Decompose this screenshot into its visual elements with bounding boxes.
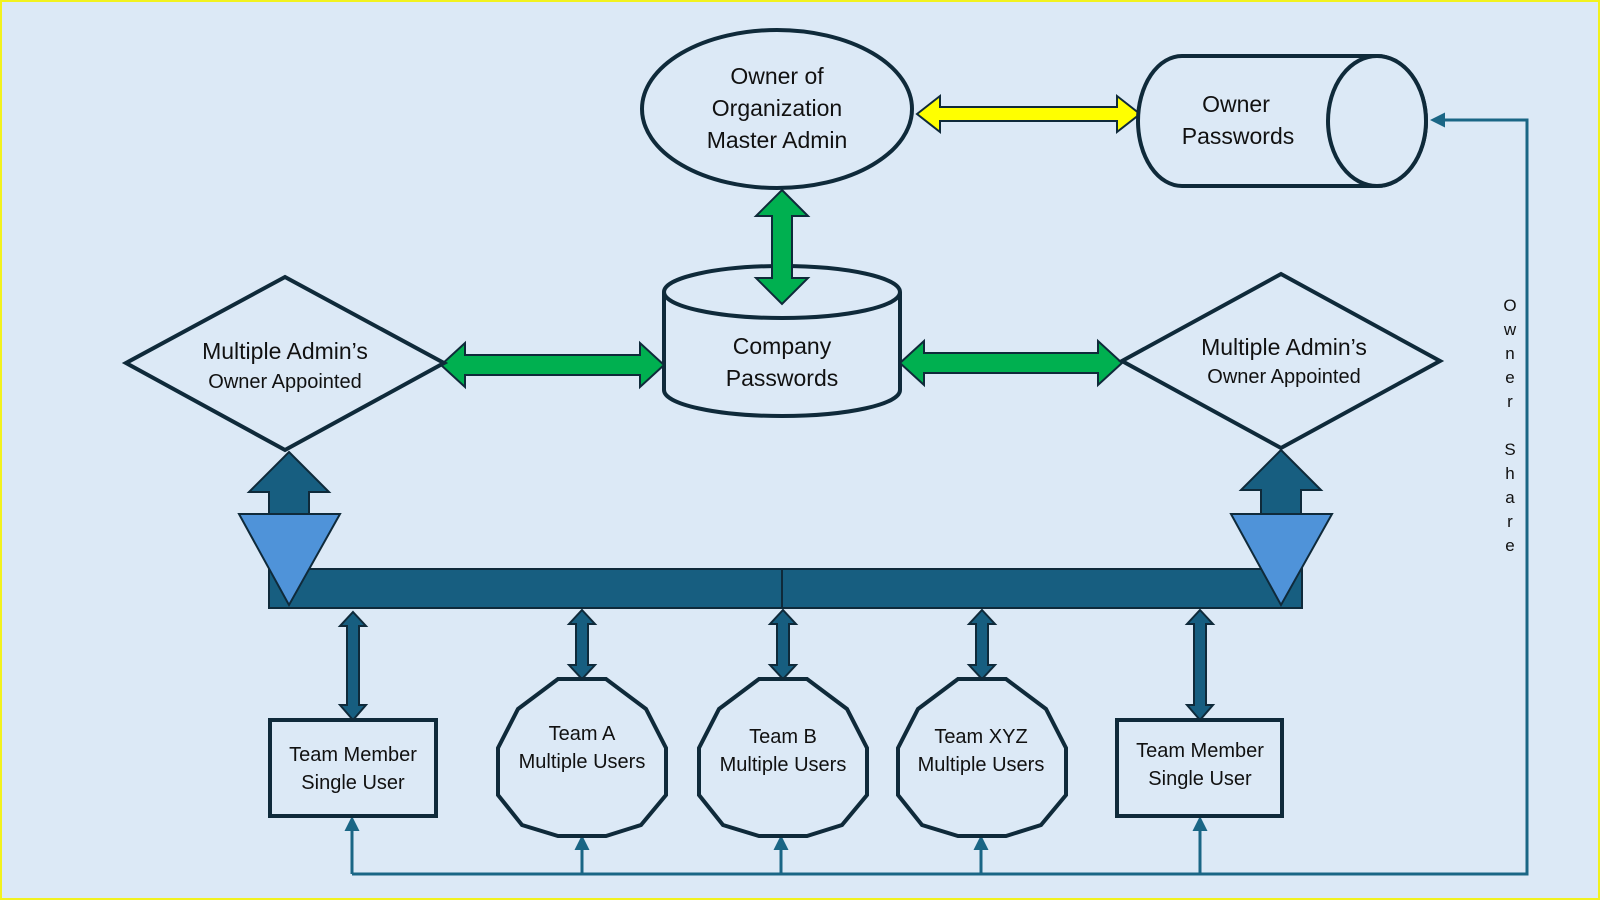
svg-text:Team XYZ: Team XYZ [934, 726, 1027, 748]
owner-master-admin: Owner of Organization Master Admin [640, 28, 914, 190]
team-member-left: Team Member Single User [268, 718, 438, 818]
svg-text:Owner Appointed: Owner Appointed [1207, 366, 1360, 388]
admin-left-diamond: Multiple Admin’s Owner Appointed [121, 274, 449, 453]
svg-text:O: O [1503, 296, 1516, 315]
svg-text:Team A: Team A [549, 723, 616, 745]
svg-text:Team Member: Team Member [1136, 740, 1264, 762]
owner-share-connector [344, 112, 1529, 876]
company-passwords-store: Company Passwords [662, 264, 902, 418]
owner-share-label: O w n e r S h a r e [1503, 296, 1517, 555]
left-admin-company-double-arrow [439, 340, 666, 390]
svg-text:Owner Appointed: Owner Appointed [208, 371, 361, 393]
left-funnel-triangle [237, 513, 342, 608]
team-xyz-octagon: Team XYZ Multiple Users [896, 677, 1068, 838]
svg-text:Passwords: Passwords [1182, 123, 1294, 149]
svg-text:Owner of: Owner of [730, 63, 824, 89]
svg-text:Multiple Admin’s: Multiple Admin’s [202, 338, 368, 364]
svg-text:Master Admin: Master Admin [707, 127, 848, 153]
team-member-right: Team Member Single User [1115, 718, 1284, 818]
svg-text:r: r [1507, 512, 1513, 531]
team-bus-bar [268, 568, 1303, 609]
team-a-octagon: Team A Multiple Users [496, 677, 668, 838]
svg-text:Passwords: Passwords [726, 365, 838, 391]
svg-text:w: w [1503, 320, 1517, 339]
team-b-octagon: Team B Multiple Users [697, 677, 869, 838]
svg-text:e: e [1505, 368, 1514, 387]
svg-text:a: a [1505, 488, 1515, 507]
svg-text:r: r [1507, 392, 1513, 411]
svg-text:e: e [1505, 536, 1514, 555]
svg-text:Multiple Admin’s: Multiple Admin’s [1201, 334, 1367, 360]
owner-passwords-store: Owner Passwords [1136, 54, 1428, 188]
svg-text:S: S [1504, 440, 1515, 459]
svg-text:Team B: Team B [749, 726, 817, 748]
svg-text:Organization: Organization [712, 95, 842, 121]
svg-text:Multiple Users: Multiple Users [519, 751, 646, 773]
admin-right-diamond: Multiple Admin’s Owner Appointed [1117, 271, 1445, 451]
svg-text:Team Member: Team Member [289, 744, 417, 766]
right-funnel-triangle [1229, 513, 1334, 608]
svg-text:h: h [1505, 464, 1514, 483]
owner-company-double-arrow [753, 188, 811, 306]
svg-text:Company: Company [733, 333, 832, 359]
svg-text:Single User: Single User [301, 772, 405, 794]
svg-text:Single User: Single User [1148, 768, 1252, 790]
svg-text:Multiple Users: Multiple Users [720, 754, 847, 776]
svg-text:Owner: Owner [1202, 91, 1270, 117]
svg-text:n: n [1505, 344, 1514, 363]
svg-text:Multiple Users: Multiple Users [918, 754, 1045, 776]
